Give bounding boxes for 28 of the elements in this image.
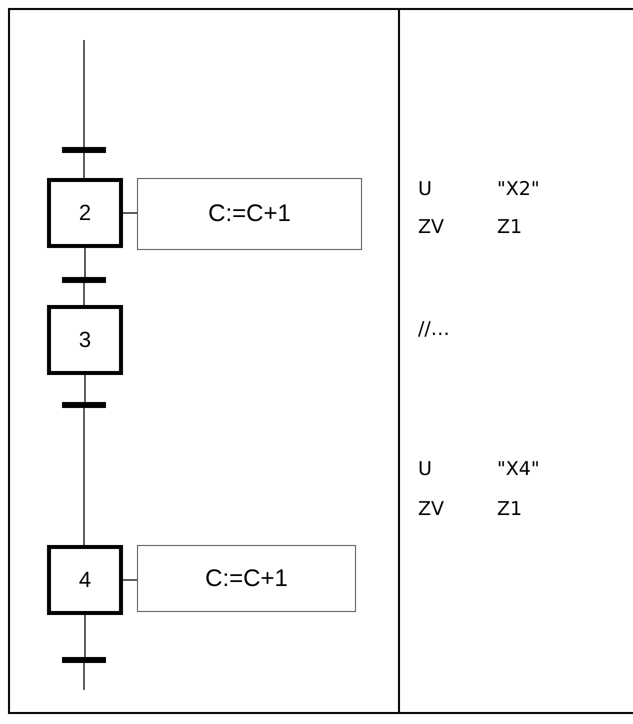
code-instruction: U: [418, 460, 432, 479]
action-box: C:=C+1: [137, 545, 356, 612]
action-box: C:=C+1: [137, 178, 362, 250]
transition-bar: [62, 657, 106, 663]
flow-line: [84, 248, 86, 277]
flow-line: [83, 283, 85, 305]
flow-line: [83, 40, 85, 147]
code-operand: Z1: [497, 500, 522, 519]
step-box: 4: [47, 545, 123, 615]
code-instruction: U: [418, 180, 432, 199]
code-operand: Z1: [497, 218, 522, 237]
code-instruction: ZV: [418, 218, 444, 237]
flow-line: [84, 615, 86, 657]
flow-line: [84, 375, 86, 402]
transition-bar: [62, 277, 106, 283]
code-operand: "X4": [497, 460, 540, 479]
code-comment: //…: [418, 320, 450, 339]
code-instruction: ZV: [418, 500, 444, 519]
code-operand: "X2": [497, 180, 540, 199]
step-box: 2: [47, 178, 123, 248]
transition-bar: [62, 147, 106, 153]
transition-bar: [62, 402, 106, 408]
flow-line: [83, 408, 85, 545]
step-box: 3: [47, 305, 123, 375]
connector-line: [123, 579, 137, 581]
flow-line: [83, 663, 85, 690]
connector-line: [123, 212, 137, 214]
flow-line: [83, 153, 85, 178]
